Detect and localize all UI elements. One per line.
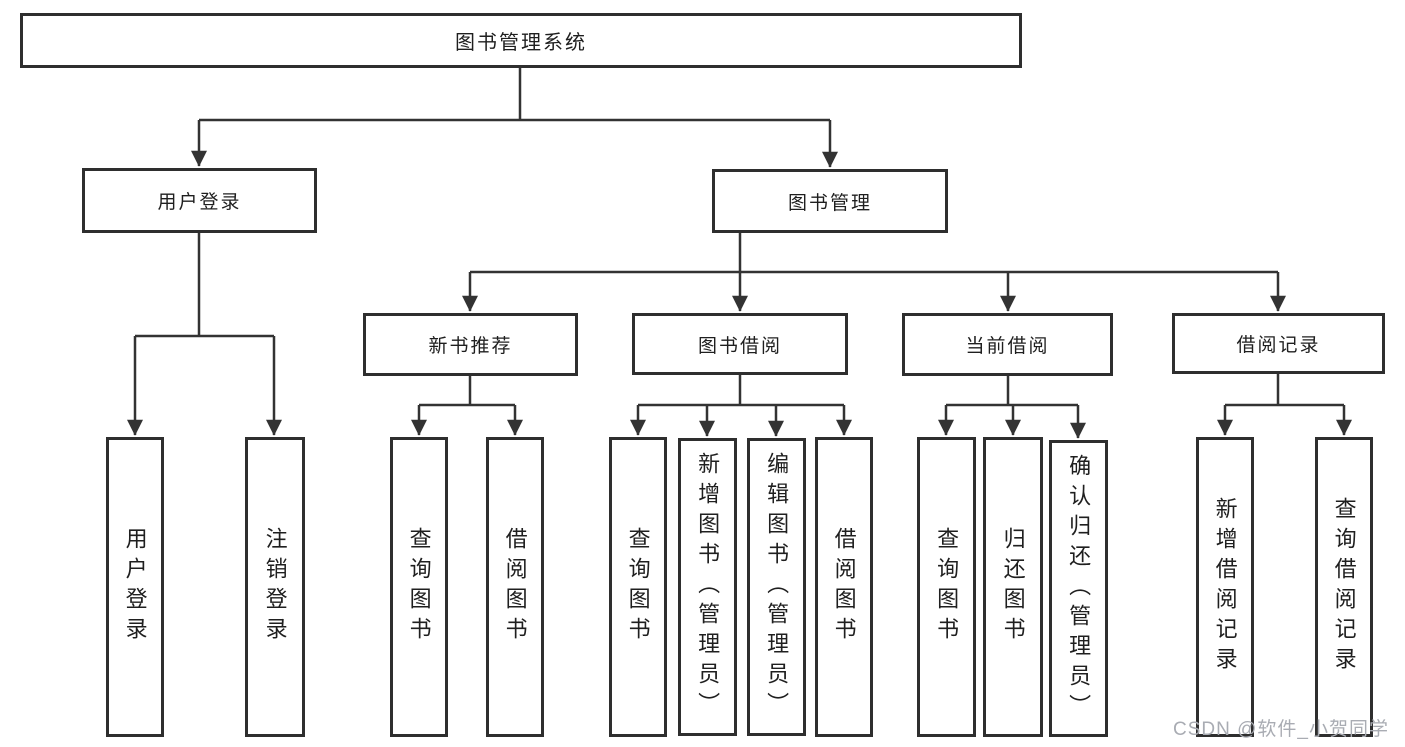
leaf-current-query-books: 查询图书 <box>917 437 976 737</box>
leaf-borrow-add-books-admin-label: 新增图书（管理员） <box>695 452 721 722</box>
node-new-book-recommend-label: 新书推荐 <box>428 336 513 357</box>
node-book-management: 图书管理 <box>712 169 948 233</box>
leaf-record-add: 新增借阅记录 <box>1196 437 1254 737</box>
node-book-borrow-label: 图书借阅 <box>697 335 782 357</box>
leaf-borrow-borrow-books: 借阅图书 <box>815 437 873 737</box>
leaf-recommend-borrow-books: 借阅图书 <box>486 437 544 737</box>
node-current-borrow: 当前借阅 <box>902 313 1113 376</box>
leaf-current-confirm-return-admin-label: 确认归还（管理员） <box>1066 453 1092 724</box>
leaf-recommend-query-books-label: 查询图书 <box>406 527 432 647</box>
leaf-borrow-add-books-admin: 新增图书（管理员） <box>678 438 737 736</box>
leaf-logout-label: 注销登录 <box>262 527 288 647</box>
leaf-recommend-borrow-books-label: 借阅图书 <box>502 527 528 647</box>
leaf-record-add-label: 新增借阅记录 <box>1212 497 1238 677</box>
watermark-text: CSDN @软件_小贺同学 <box>1173 719 1389 740</box>
node-library-system-label: 图书管理系统 <box>455 32 587 54</box>
node-user-login-label: 用户登录 <box>157 192 242 213</box>
node-book-management-label: 图书管理 <box>787 192 872 214</box>
leaf-record-query: 查询借阅记录 <box>1315 437 1373 737</box>
leaf-logout: 注销登录 <box>245 437 305 737</box>
node-library-system: 图书管理系统 <box>20 13 1022 68</box>
leaf-borrow-edit-books-admin: 编辑图书（管理员） <box>747 438 806 736</box>
node-borrow-record: 借阅记录 <box>1172 313 1385 374</box>
leaf-current-query-books-label: 查询图书 <box>934 527 960 647</box>
leaf-current-confirm-return-admin: 确认归还（管理员） <box>1049 440 1108 737</box>
leaf-record-query-label: 查询借阅记录 <box>1331 497 1357 677</box>
leaf-borrow-edit-books-admin-label: 编辑图书（管理员） <box>764 452 790 722</box>
node-new-book-recommend: 新书推荐 <box>363 313 578 376</box>
leaf-borrow-query-books-label: 查询图书 <box>625 527 651 647</box>
leaf-recommend-query-books: 查询图书 <box>390 437 448 737</box>
leaf-borrow-query-books: 查询图书 <box>609 437 667 737</box>
leaf-current-return-books-label: 归还图书 <box>1000 527 1026 647</box>
node-book-borrow: 图书借阅 <box>632 313 848 375</box>
leaf-user-login-label: 用户登录 <box>122 527 148 647</box>
node-borrow-record-label: 借阅记录 <box>1236 335 1321 356</box>
leaf-borrow-borrow-books-label: 借阅图书 <box>831 527 857 647</box>
node-current-borrow-label: 当前借阅 <box>965 336 1050 357</box>
node-user-login: 用户登录 <box>82 168 317 233</box>
leaf-user-login: 用户登录 <box>106 437 164 737</box>
leaf-current-return-books: 归还图书 <box>983 437 1043 737</box>
